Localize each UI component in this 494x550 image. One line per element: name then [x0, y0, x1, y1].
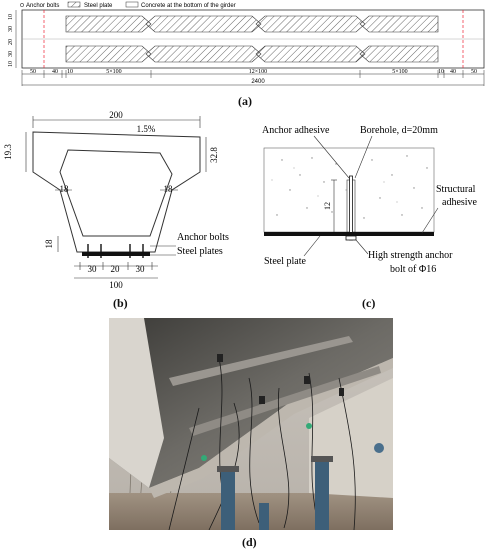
legend-steel-label: Steel plate: [84, 3, 113, 9]
bolt-label-1: High strength anchor: [368, 250, 453, 261]
steel-plates-upper: [65, 15, 439, 33]
background-structure: [309, 378, 393, 498]
steel-plate: [255, 15, 366, 33]
steel-plate: [359, 15, 439, 33]
left-dim: 30: [8, 51, 14, 57]
girder-cavity: [59, 149, 173, 237]
steel-plate: [65, 15, 152, 33]
slope-label: 1.5%: [137, 124, 156, 134]
total-dim: 2400: [251, 79, 265, 85]
bottom-dim: 12×100: [249, 69, 267, 75]
steel-plate: [145, 45, 262, 63]
anchor-adhesive-label: Anchor adhesive: [262, 125, 330, 136]
left-height-dim: 19.3: [3, 144, 13, 160]
caption-d: (d): [242, 535, 257, 549]
bottom-dim: 40: [450, 69, 456, 75]
borehole-label: Borehole, d=20mm: [360, 125, 438, 136]
ground: [109, 493, 393, 530]
top-width-dim: 200: [109, 110, 123, 120]
bolt-head: [345, 235, 357, 241]
legend-steel-symbol: [67, 1, 81, 8]
left-dimensions: 10 30 20 30 10: [8, 14, 14, 67]
support-jacks: [217, 456, 333, 530]
girder-underside: [109, 318, 393, 488]
bottom-dim: 5×100: [106, 69, 121, 75]
steel-plates-lower: [65, 45, 439, 63]
legend-concrete-symbol: [125, 1, 139, 8]
panel-c-anchor-detail: 12 Anchor adhesive Borehole, d=20mm Stru…: [262, 125, 478, 275]
bottom-dim: 10: [67, 69, 73, 75]
bottom-dim: 10: [438, 69, 444, 75]
sensors: [201, 354, 344, 461]
girder-web: [109, 318, 164, 488]
bottom-dim-b: 30: [88, 264, 98, 274]
panel-b-cross-section: 200 1.5% 19.3 32.8 18 18 18 Anchor bolts…: [3, 110, 229, 290]
left-dim: 10: [8, 61, 14, 67]
concrete-speckle: [271, 155, 428, 219]
web-left-dim: 18: [60, 184, 70, 194]
bottom-dim-b: 30: [136, 264, 146, 274]
test-setup-photo: [109, 318, 393, 530]
bottom-dim-b: 20: [111, 264, 121, 274]
steel-plate-bar: [264, 232, 434, 236]
left-dim: 30: [8, 26, 14, 32]
steel-plates-label: Steel plates: [177, 246, 223, 257]
steel-plate: [145, 15, 262, 33]
depth-dim: 12: [323, 202, 332, 210]
web-right-dim: 18: [164, 184, 174, 194]
bottom-dim: 50: [30, 69, 36, 75]
anchor-bolts-label: Anchor bolts: [177, 232, 229, 243]
legend-anchor-symbol: [20, 3, 24, 7]
bottom-dimensions: 50 40 10 5×100 12×100 5×100 10 40 50: [30, 69, 477, 75]
panel-a-drawing: Anchor bolts Steel plate Concrete at the…: [8, 1, 485, 86]
caption-a: (a): [238, 94, 252, 108]
anchor-bolt: [349, 175, 353, 241]
steel-plate: [65, 45, 152, 63]
left-dim: 10: [8, 14, 14, 20]
structural-adhesive-label-1: Structural: [436, 184, 476, 195]
bottom-dim: 40: [52, 69, 58, 75]
caption-c: (c): [362, 296, 376, 310]
bottom-thickness-dim: 18: [44, 239, 54, 249]
steel-plate: [255, 45, 366, 63]
structural-adhesive-label-2: adhesive: [442, 197, 478, 208]
steel-plate: [359, 45, 439, 63]
right-height-dim: 32.8: [209, 147, 219, 163]
left-dim: 20: [8, 39, 14, 45]
bottom-dim: 50: [471, 69, 477, 75]
bottom-dim: 5×100: [392, 69, 407, 75]
caption-b: (b): [113, 296, 128, 310]
legend-anchor-label: Anchor bolts: [26, 3, 59, 9]
bolt-label-2: bolt of Φ16: [390, 264, 436, 275]
steel-plate-label: Steel plate: [264, 256, 306, 267]
legend-concrete-label: Concrete at the bottom of the girder: [141, 3, 236, 9]
bottom-width-dim: 100: [109, 280, 123, 290]
bottom-dim-ticks: [21, 70, 485, 86]
steel-plates-bar: [82, 252, 150, 256]
